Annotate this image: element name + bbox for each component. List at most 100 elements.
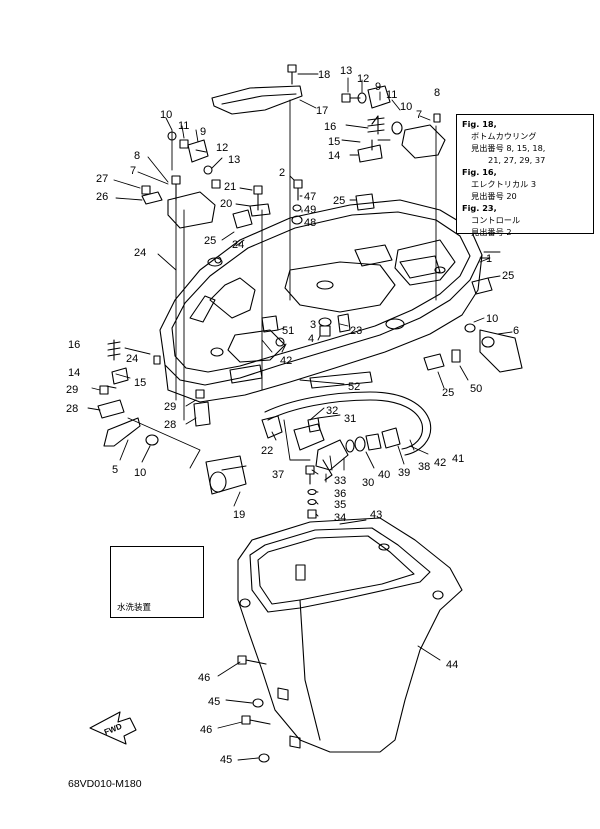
label-46a: 46	[198, 672, 210, 684]
label-42a: 42	[280, 355, 292, 367]
label-7b: 7	[130, 165, 136, 177]
label-39: 39	[398, 467, 410, 479]
label-47: 47	[304, 191, 316, 203]
label-10d: 10	[134, 467, 146, 479]
label-29b: 29	[164, 401, 176, 413]
label-11b: 11	[178, 120, 189, 132]
label-13a: 13	[340, 65, 352, 77]
label-45a: 45	[208, 696, 220, 708]
label-37: 37	[272, 469, 284, 481]
label-6: 6	[513, 325, 519, 337]
label-10a: 10	[400, 101, 412, 113]
bottom-cowling-pan	[159, 199, 483, 403]
label-10c: 10	[486, 313, 498, 325]
label-1: 1	[486, 253, 492, 265]
label-48: 48	[304, 217, 316, 229]
label-32: 32	[326, 405, 338, 417]
label-24a: 24	[232, 239, 244, 251]
fwd-arrow-icon	[89, 711, 137, 745]
label-15a: 15	[328, 136, 340, 148]
label-49: 49	[304, 204, 316, 216]
label-41: 41	[452, 453, 464, 465]
label-9b: 9	[200, 126, 206, 138]
label-12a: 12	[357, 73, 369, 85]
label-27: 27	[96, 173, 108, 185]
lower-cowling-44	[237, 517, 463, 753]
label-12b: 12	[216, 142, 228, 154]
leader-lines	[87, 73, 513, 761]
small-parts	[97, 64, 523, 763]
figure-reference-note: Fig. 18, ボトムカウリング 見出番号 8, 15, 18, 21, 27…	[456, 114, 594, 237]
note-fig-18: Fig. 18, ボトムカウリング 見出番号 8, 15, 18, 21, 27…	[462, 118, 588, 166]
flushing-device-caption: 水洗装置	[117, 603, 152, 613]
label-51: 51	[282, 325, 294, 337]
note-fig-23-line-2: 見出番号 2	[471, 227, 512, 237]
note-fig-23-line-1: コントロール	[471, 215, 521, 225]
label-15b: 15	[134, 377, 146, 389]
label-50: 50	[470, 383, 482, 395]
label-25d: 25	[442, 387, 454, 399]
note-fig-18-title: Fig. 18,	[462, 119, 497, 129]
label-21: 21	[224, 181, 236, 193]
label-16a: 16	[324, 121, 336, 133]
label-14a: 14	[328, 150, 340, 162]
label-28a: 28	[66, 403, 78, 415]
note-fig-16-line-1: エレクトリカル 3	[471, 179, 537, 189]
label-13b: 13	[228, 154, 240, 166]
label-11a: 11	[386, 89, 397, 101]
label-4: 4	[308, 333, 314, 345]
fittings-38-42	[261, 415, 401, 481]
label-45b: 45	[220, 754, 232, 766]
label-24c: 24	[126, 353, 138, 365]
note-fig-18-line-3: 21, 27, 29, 37	[488, 155, 546, 165]
note-fig-23: Fig. 23, コントロール 見出番号 2	[462, 202, 588, 238]
label-24b: 24	[134, 247, 146, 259]
label-40: 40	[378, 469, 390, 481]
diagram-code: 68VD010-M180	[68, 778, 142, 790]
label-17: 17	[316, 105, 328, 117]
cover-seal-17	[211, 85, 303, 115]
label-44: 44	[446, 659, 458, 671]
note-fig-16-line-2: 見出番号 20	[471, 191, 517, 201]
label-30: 30	[362, 477, 374, 489]
label-25b: 25	[333, 195, 345, 207]
label-14b: 14	[68, 367, 80, 379]
flush-hose-41	[264, 391, 432, 456]
label-25c: 25	[502, 270, 514, 282]
note-fig-23-title: Fig. 23,	[462, 203, 497, 213]
flushing-device-inset: 水洗装置	[110, 546, 204, 618]
label-34: 34	[334, 512, 346, 524]
note-fig-16: Fig. 16, エレクトリカル 3 見出番号 20	[462, 166, 588, 202]
note-fig-18-line-2: 見出番号 8, 15, 18,	[471, 143, 546, 153]
label-35: 35	[334, 499, 346, 511]
label-3: 3	[310, 319, 316, 331]
label-31: 31	[344, 413, 356, 425]
label-29a: 29	[66, 384, 78, 396]
label-36: 36	[334, 488, 346, 500]
fwd-label: FWD	[103, 722, 123, 737]
label-9a: 9	[375, 81, 381, 93]
label-16b: 16	[68, 339, 80, 351]
label-8a: 8	[434, 87, 440, 99]
label-43: 43	[370, 509, 382, 521]
label-7a: 7	[416, 109, 422, 121]
label-5: 5	[112, 464, 118, 476]
part-number-labels: 18 17 13 12 9 11 10 7 8 16 15 14 10 11 9…	[66, 65, 519, 766]
label-23: 23	[350, 325, 362, 337]
label-52: 52	[348, 381, 360, 393]
note-fig-18-line-1: ボトムカウリング	[471, 131, 537, 141]
label-19: 19	[233, 509, 245, 521]
label-38: 38	[418, 461, 430, 473]
label-20: 20	[220, 198, 232, 210]
label-28b: 28	[164, 419, 176, 431]
note-fig-16-title: Fig. 16,	[462, 167, 497, 177]
label-10b: 10	[160, 109, 172, 121]
label-33: 33	[334, 475, 346, 487]
label-26: 26	[96, 191, 108, 203]
label-22: 22	[261, 445, 273, 457]
label-8b: 8	[134, 150, 140, 162]
label-18: 18	[318, 69, 330, 81]
label-42b: 42	[434, 457, 446, 469]
label-25a: 25	[204, 235, 216, 247]
